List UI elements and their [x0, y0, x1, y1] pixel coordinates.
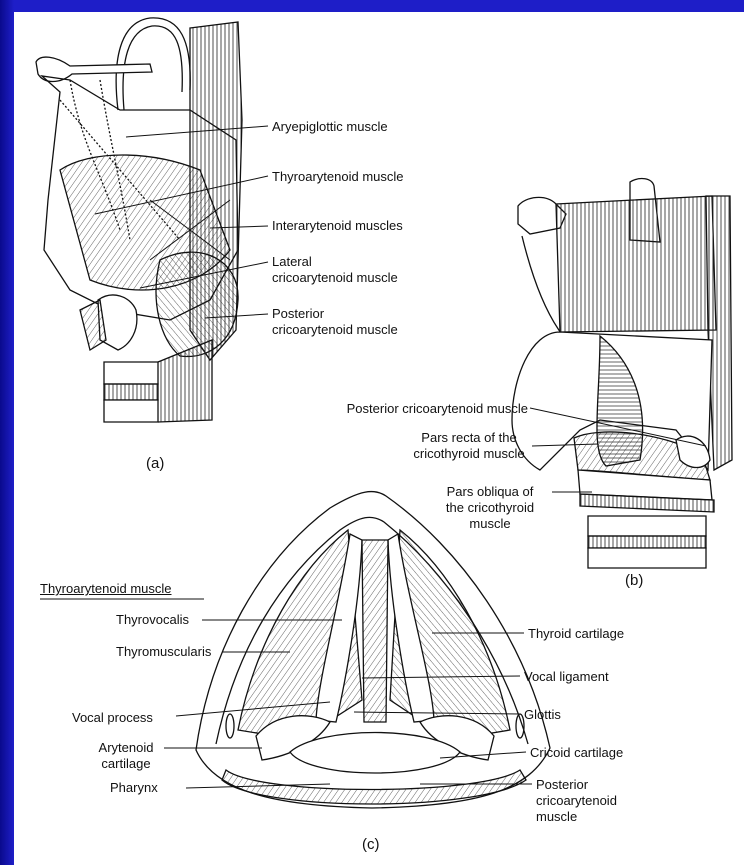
caption-panel-c: (c)	[362, 836, 380, 853]
label-pars-recta-line1: Pars recta of the	[404, 430, 534, 445]
label-vocal-ligament: Vocal ligament	[524, 669, 609, 684]
label-pars-obliqua-line2: the cricothyroid	[428, 500, 552, 515]
label-pars-obliqua-line1: Pars obliqua of	[428, 484, 552, 499]
label-lateral-line1: Lateral	[272, 254, 312, 269]
caption-panel-a: (a)	[146, 455, 164, 472]
label-vocal-process: Vocal process	[72, 710, 153, 725]
label-pars-obliqua-line3: muscle	[428, 516, 552, 531]
label-lateral-line2: cricoarytenoid muscle	[272, 270, 398, 285]
label-c-posterior-line3: muscle	[536, 809, 577, 824]
label-arytenoid-line1: Arytenoid	[90, 740, 162, 755]
label-interarytenoid-muscles: Interarytenoid muscles	[272, 218, 403, 233]
label-arytenoid-line2: cartilage	[90, 756, 162, 771]
label-posterior-line2: cricoarytenoid muscle	[272, 322, 398, 337]
label-thyroid-cartilage: Thyroid cartilage	[528, 626, 624, 641]
panel-a-drawing	[36, 18, 242, 422]
caption-panel-b: (b)	[625, 572, 643, 589]
section-title-thyroarytenoid: Thyroarytenoid muscle	[40, 581, 172, 596]
label-pars-recta-line2: cricothyroid muscle	[404, 446, 534, 461]
label-c-posterior-line2: cricoarytenoid	[536, 793, 617, 808]
label-aryepiglottic-muscle: Aryepiglottic muscle	[272, 119, 388, 134]
label-c-posterior-line1: Posterior	[536, 777, 588, 792]
label-thyrovocalis: Thyrovocalis	[116, 612, 189, 627]
label-b-posterior-cricoarytenoid: Posterior cricoarytenoid muscle	[300, 401, 528, 416]
label-thyroarytenoid-muscle: Thyroarytenoid muscle	[272, 169, 404, 184]
label-glottis: Glottis	[524, 707, 561, 722]
label-pharynx: Pharynx	[110, 780, 158, 795]
label-cricoid-cartilage: Cricoid cartilage	[530, 745, 623, 760]
label-thyromuscularis: Thyromuscularis	[116, 644, 211, 659]
panel-c-drawing	[196, 492, 550, 808]
label-posterior-line1: Posterior	[272, 306, 324, 321]
